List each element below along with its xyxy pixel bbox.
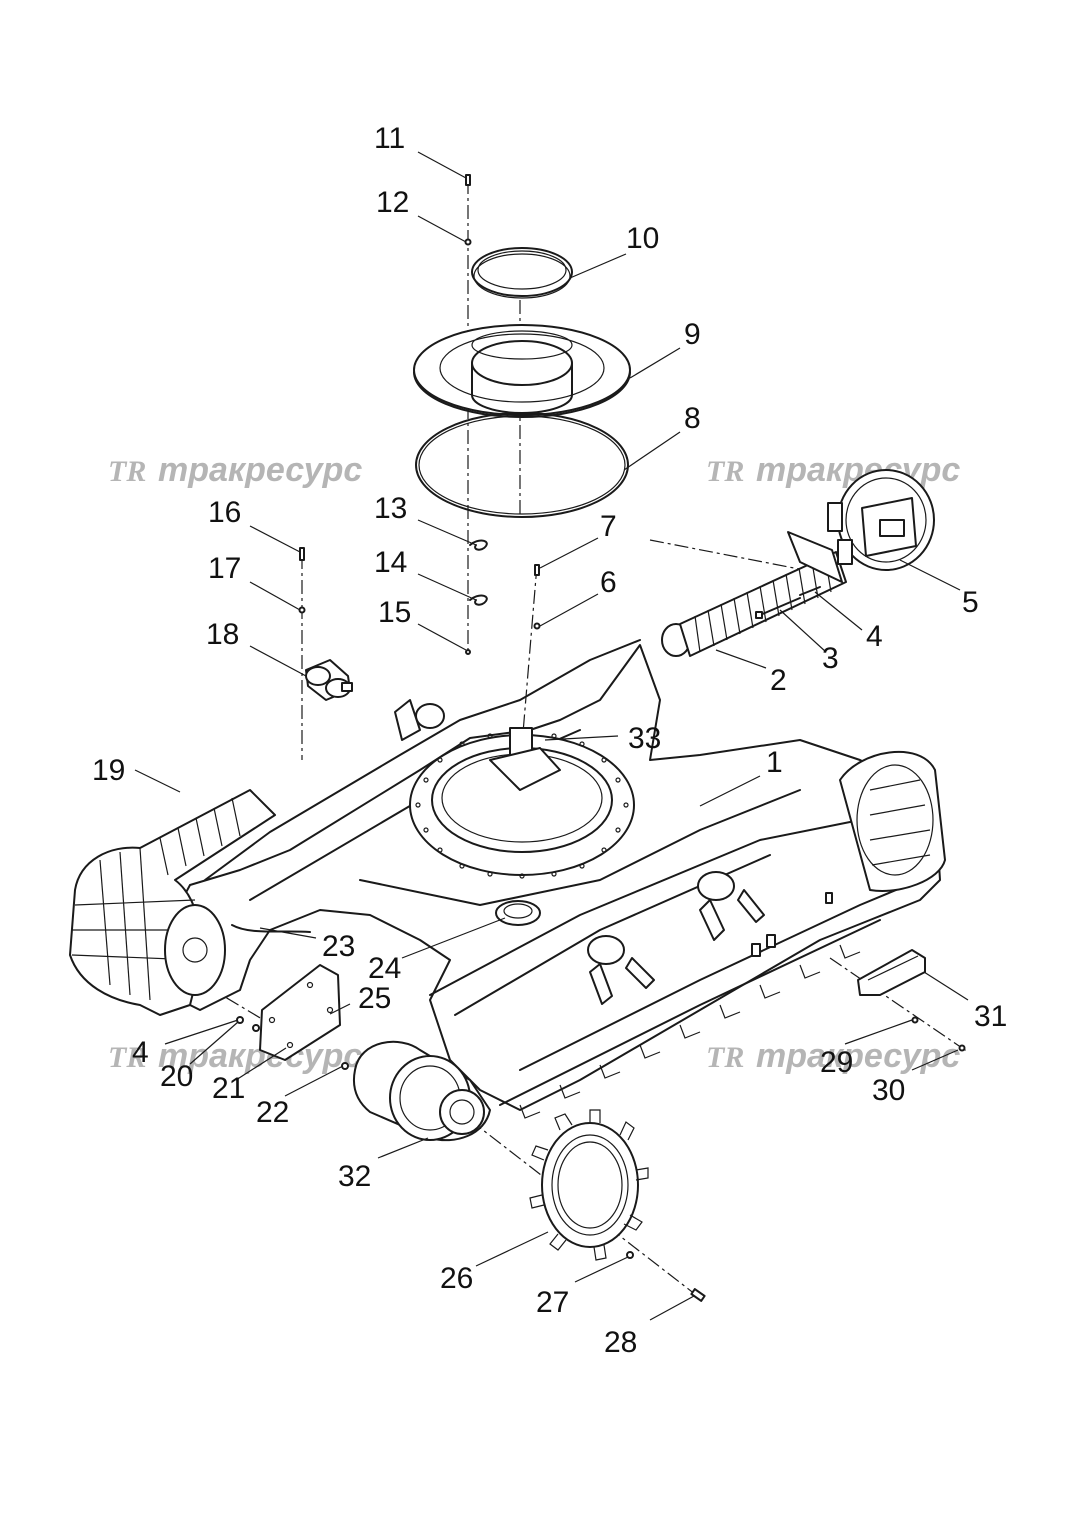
bolt-3: [755, 597, 801, 619]
callout-9: 9: [684, 318, 701, 351]
track-chain-19: [69, 789, 276, 1016]
callout-4-right: 4: [866, 620, 883, 653]
bolt-7: [534, 564, 540, 576]
callout-4-left: 4: [132, 1036, 149, 1069]
callout-31: 31: [974, 1000, 1007, 1033]
callout-5: 5: [962, 586, 979, 619]
callout-30: 30: [872, 1074, 905, 1107]
bolt-4-right: [799, 586, 821, 596]
watermark-logo-icon: TR: [108, 1041, 146, 1074]
callout-labels: 1 2 3 4 5 6 7 8 9 10 11 12 13 14 15 16 1…: [92, 122, 1007, 1359]
callout-13: 13: [374, 492, 407, 525]
callout-32: 32: [338, 1160, 371, 1193]
o-ring-8: [415, 412, 629, 518]
callout-17: 17: [208, 552, 241, 585]
callout-2: 2: [770, 664, 787, 697]
clip-13: [469, 539, 488, 551]
callout-6: 6: [600, 566, 617, 599]
watermark-logo-icon: TR: [706, 455, 744, 488]
callout-21: 21: [212, 1072, 245, 1105]
callout-8: 8: [684, 402, 701, 435]
washer-27: [626, 1251, 634, 1259]
watermark-logo-icon: TR: [706, 1041, 744, 1074]
travel-motor-32: [352, 1040, 491, 1142]
callout-24: 24: [368, 952, 401, 985]
watermark-text: тракресурс: [158, 451, 362, 489]
washer-30: [958, 1044, 966, 1052]
motor-cover-25: [259, 964, 341, 1061]
callout-26: 26: [440, 1262, 473, 1295]
washer-17: [298, 606, 306, 614]
leader-lines: [134, 151, 969, 1321]
callout-15: 15: [378, 596, 411, 629]
callout-3: 3: [822, 642, 839, 675]
callout-14: 14: [374, 546, 407, 579]
bolt-29: [911, 1016, 919, 1024]
slewing-cover-9: [413, 324, 631, 418]
watermark-top-right: TR тракресурс: [706, 451, 960, 489]
callout-1: 1: [766, 746, 783, 779]
callout-7: 7: [600, 510, 617, 543]
sprocket-26: [529, 1109, 649, 1261]
watermark-top-left: TR тракресурс: [108, 451, 362, 489]
callout-27: 27: [536, 1286, 569, 1319]
carrier-roller-right-mounted: [697, 871, 765, 941]
callout-22: 22: [256, 1096, 289, 1129]
callout-33: 33: [628, 722, 661, 755]
callout-10: 10: [626, 222, 659, 255]
bolt-16: [299, 547, 305, 561]
bolt-11: [465, 174, 471, 186]
callout-23: 23: [322, 930, 355, 963]
washer-6: [533, 622, 541, 630]
callout-20: 20: [160, 1060, 193, 1093]
callout-12: 12: [376, 186, 409, 219]
pin-15: [465, 649, 471, 655]
watermark-text: тракресурс: [756, 1037, 960, 1075]
watermark-bottom-right: TR тракресурс: [706, 1037, 960, 1075]
idler-wheel-5: [827, 469, 935, 571]
callout-29: 29: [820, 1046, 853, 1079]
carrier-roller-center-mounted: [587, 935, 655, 1005]
hose-23: [231, 924, 311, 933]
track-guide-31: [857, 949, 926, 996]
clip-14: [469, 594, 488, 606]
seal-ring-10: [471, 247, 573, 299]
callout-25: 25: [358, 982, 391, 1015]
callout-19: 19: [92, 754, 125, 787]
watermark-logo-icon: TR: [108, 455, 146, 488]
bolt-28: [690, 1288, 706, 1302]
watermark-bottom-left: TR тракресурс: [108, 1037, 362, 1075]
recoil-spring-2: [661, 531, 847, 657]
track-frame-1: [149, 639, 946, 1119]
bolt-21: [252, 1024, 260, 1032]
washer-12: [464, 238, 472, 246]
swing-bearing-ring: [409, 727, 635, 879]
callout-28: 28: [604, 1326, 637, 1359]
callout-18: 18: [206, 618, 239, 651]
carrier-roller-18: [305, 659, 353, 701]
callout-11: 11: [374, 122, 405, 155]
callout-16: 16: [208, 496, 241, 529]
carrier-roller-left-mounted: [394, 699, 445, 741]
